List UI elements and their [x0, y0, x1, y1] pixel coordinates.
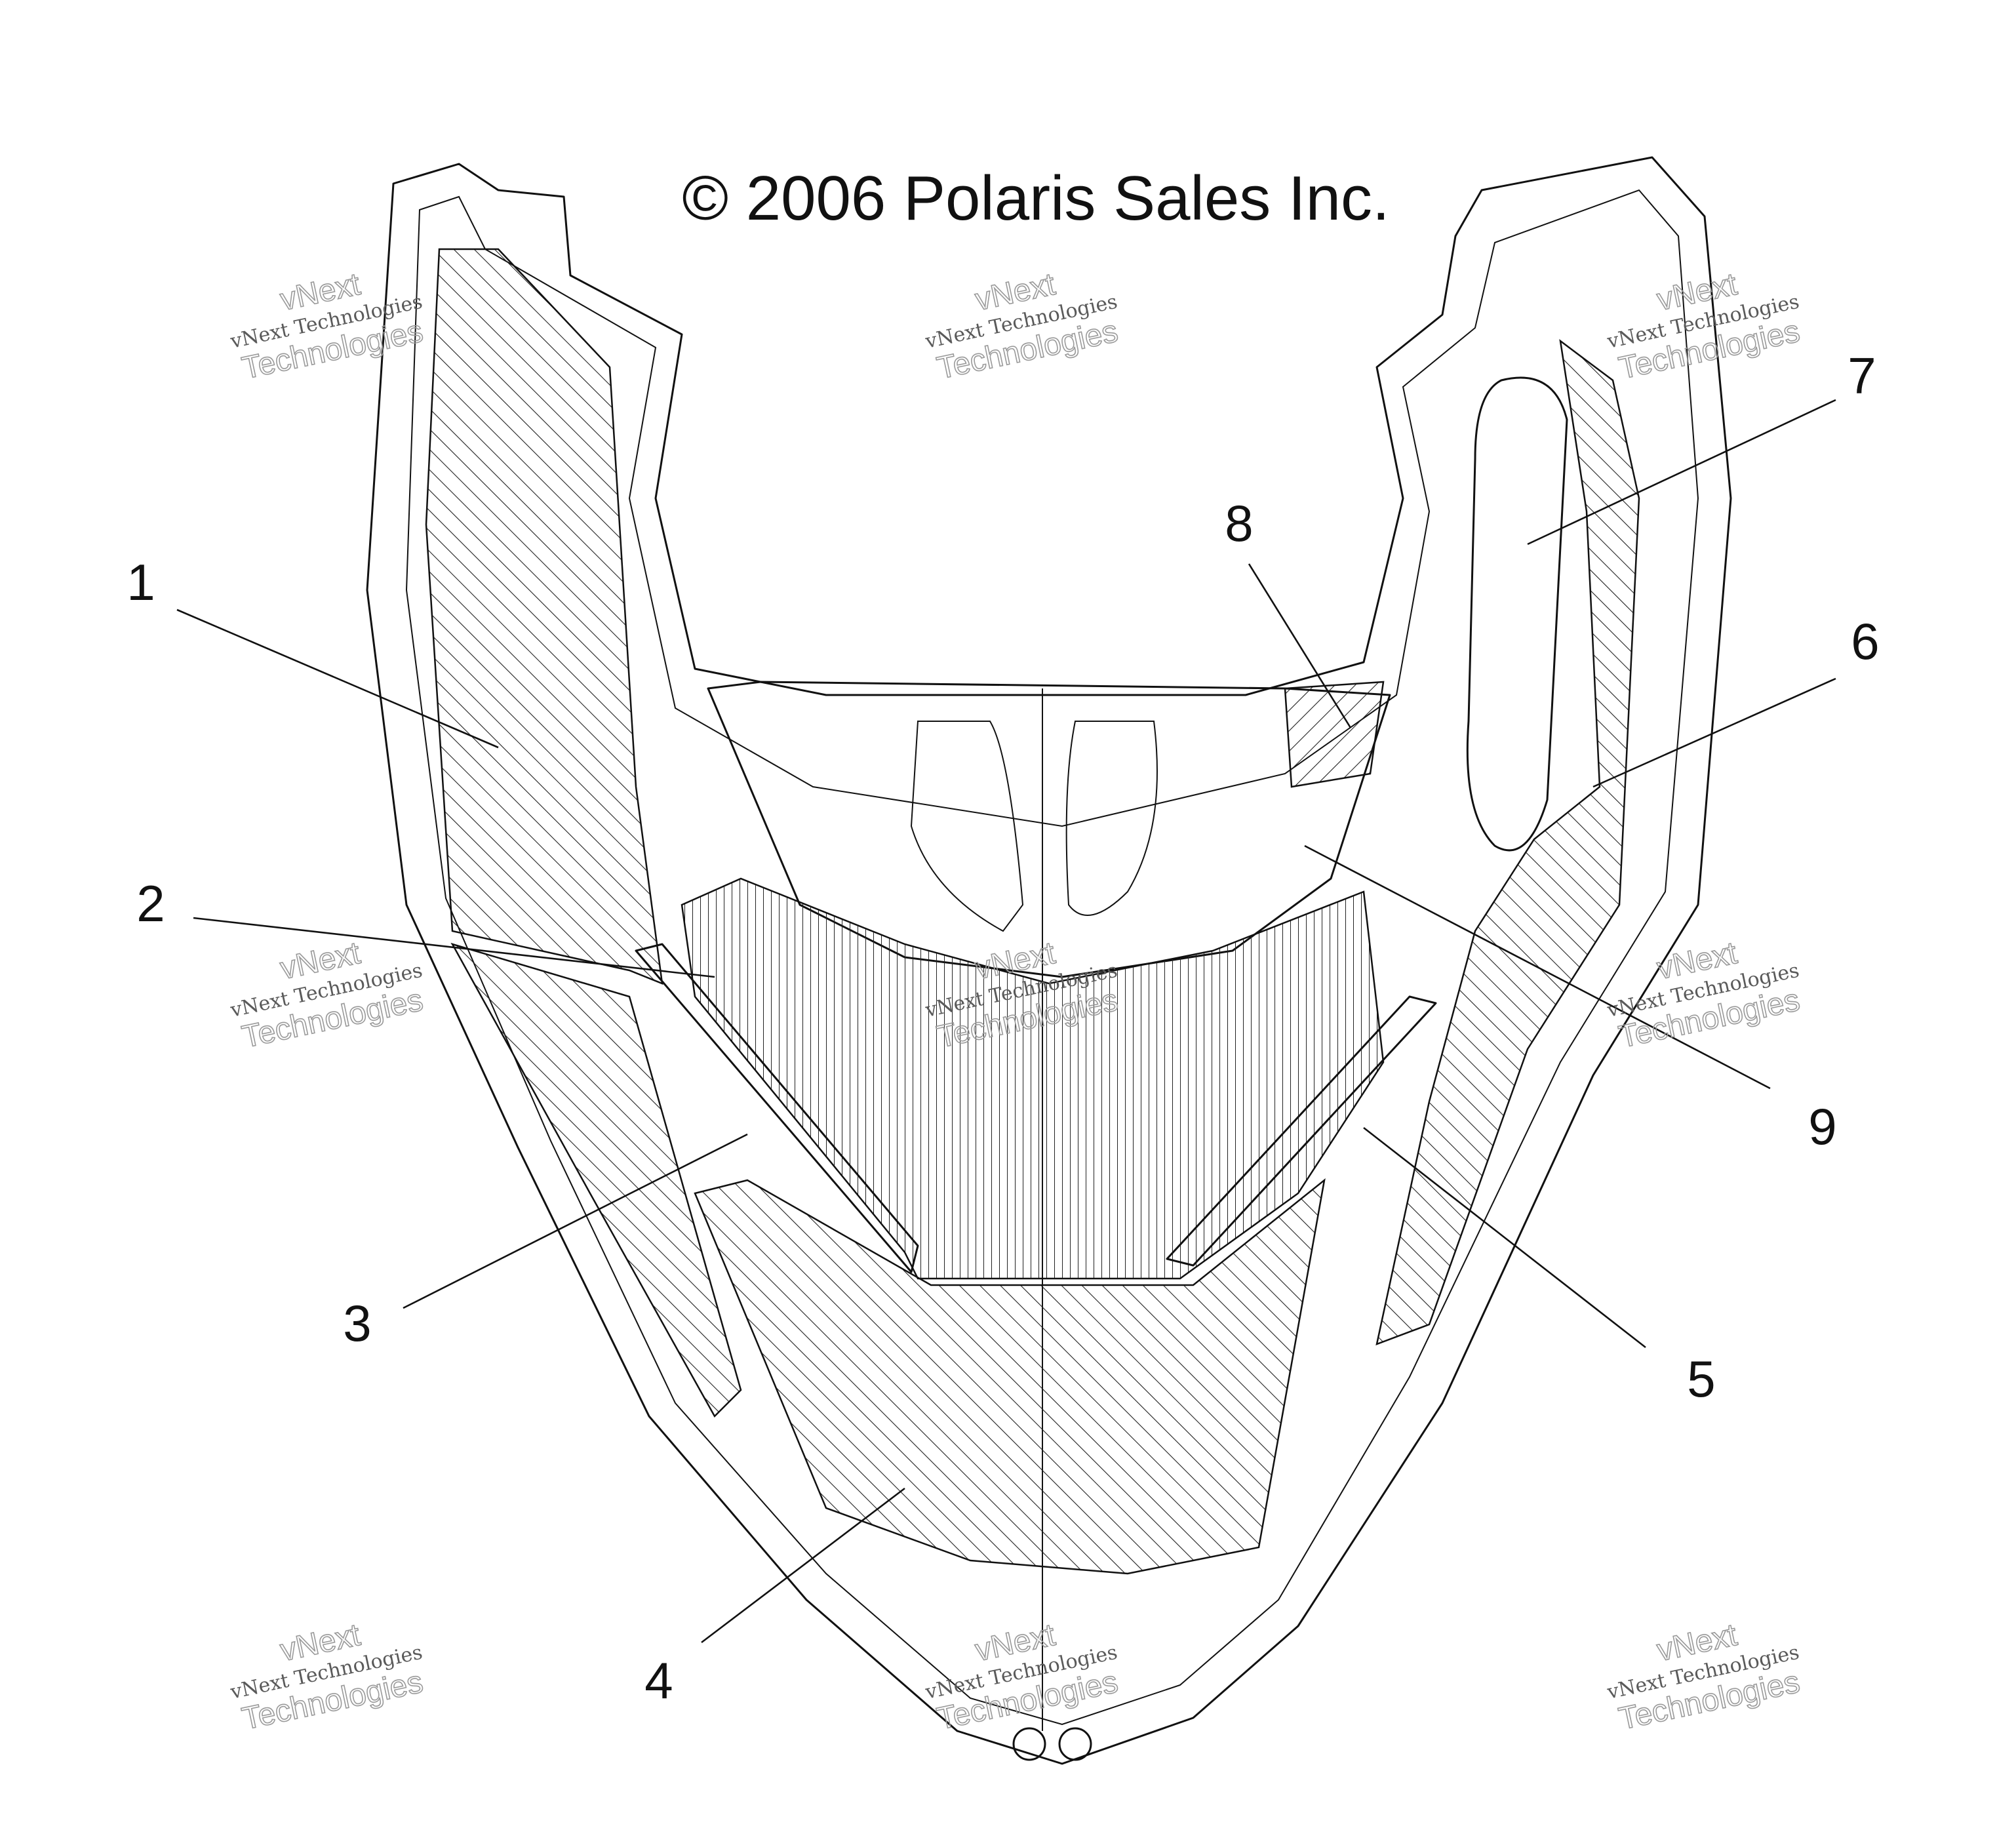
decal-6-right-side — [1375, 339, 1640, 1345]
callout-2: 2 — [136, 875, 165, 932]
watermark-mid-right: vNext vNext Technologies Technologies — [1605, 935, 1804, 1055]
callout-3: 3 — [343, 1294, 371, 1352]
left-nose-bolt — [1012, 1727, 1046, 1761]
decal-1-left-strip — [450, 942, 742, 1418]
hood-outer-outline — [366, 156, 1732, 1765]
callout-4: 4 — [644, 1652, 673, 1709]
leader-4 — [701, 1487, 905, 1644]
right-nose-bolt — [1058, 1727, 1092, 1761]
callout-7: 7 — [1848, 347, 1876, 405]
leader-1 — [176, 608, 499, 749]
leader-8 — [1248, 563, 1352, 728]
decal-2-center-panel — [681, 877, 1385, 1280]
callout-9: 9 — [1808, 1098, 1836, 1155]
watermark-top-center: vNext vNext Technologies Technologies — [923, 266, 1122, 386]
decal-1-left-side — [425, 248, 663, 985]
right-vent — [1065, 721, 1158, 916]
strip-3-left — [635, 943, 919, 1273]
leader-6 — [1592, 677, 1836, 788]
callout-1: 1 — [127, 553, 155, 611]
leader-5 — [1363, 1126, 1646, 1349]
watermark-top-left: vNext vNext Technologies Technologies — [228, 266, 427, 386]
callout-8: 8 — [1225, 494, 1253, 552]
decal-4-lower-panel — [694, 1178, 1326, 1575]
watermark-bottom-right: vNext vNext Technologies Technologies — [1605, 1617, 1804, 1737]
leader-2 — [193, 917, 715, 978]
copyright-text: © 2006 Polaris Sales Inc. — [682, 163, 1389, 233]
leader-9 — [1304, 844, 1771, 1090]
left-vent — [910, 721, 1024, 932]
decals — [425, 248, 1640, 1575]
callout-5: 5 — [1687, 1350, 1715, 1408]
decal-7-oval — [1466, 376, 1568, 852]
watermark-bottom-left: vNext vNext Technologies Technologies — [228, 1617, 427, 1737]
callout-numbers: 1 2 3 4 5 6 7 8 9 — [127, 347, 1879, 1709]
decal-8-small — [1284, 681, 1385, 788]
watermark-mid-left: vNext vNext Technologies Technologies — [228, 935, 427, 1055]
callout-6: 6 — [1851, 612, 1879, 670]
hood-inner-outline — [405, 189, 1699, 1726]
strip-5-right — [1166, 995, 1437, 1267]
watermark-top-right: vNext vNext Technologies Technologies — [1605, 266, 1804, 386]
watermark-bottom-center: vNext vNext Technologies Technologies — [923, 1617, 1122, 1737]
leader-3 — [403, 1133, 748, 1309]
leader-lines — [176, 399, 1836, 1644]
leader-7 — [1527, 399, 1836, 546]
